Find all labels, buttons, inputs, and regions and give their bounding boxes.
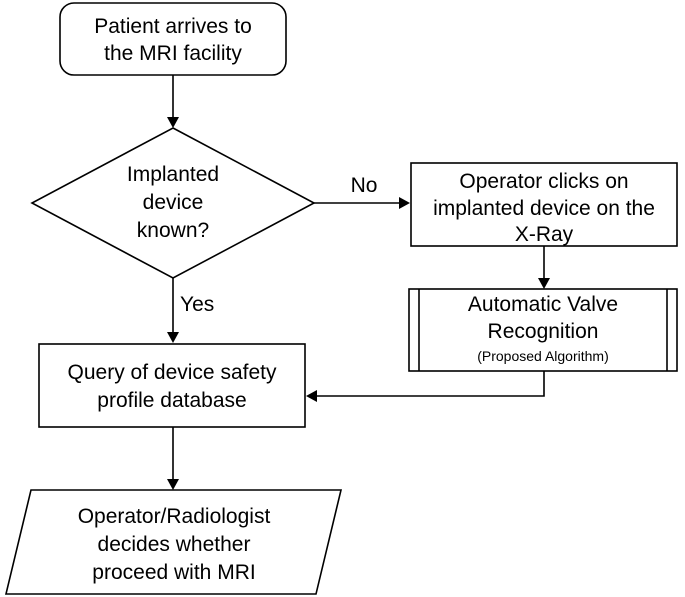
arrow-start-to-decision: [167, 75, 179, 128]
operator-click-line-3: X-Ray: [515, 223, 574, 246]
recognition-line-1: Automatic Valve: [468, 293, 618, 316]
recognition-line-2: Recognition: [488, 320, 599, 343]
operator-click-line-2: implanted device on the: [433, 197, 655, 220]
recognition-note: (Proposed Algorithm): [477, 348, 609, 364]
yes-label: Yes: [180, 293, 214, 316]
decision-line-1: Implanted: [127, 163, 219, 186]
decision-line-2: device: [143, 191, 204, 214]
arrow-click-to-recognition: [538, 246, 550, 289]
no-label: No: [351, 174, 378, 197]
arrow-yes: Yes: [167, 278, 214, 343]
decide-node: Operator/Radiologist decides whether pro…: [4, 489, 343, 595]
query-line-2: profile database: [97, 389, 246, 412]
arrow-recognition-to-query: [306, 371, 545, 402]
operator-click-line-1: Operator clicks on: [459, 170, 628, 193]
decide-line-1: Operator/Radiologist: [78, 505, 271, 528]
start-node-line-2: the MRI facility: [104, 42, 242, 65]
decide-line-2: decides whether: [98, 533, 251, 556]
recognition-node: Automatic Valve Recognition (Proposed Al…: [408, 288, 678, 372]
decide-line-3: proceed with MRI: [92, 561, 255, 584]
operator-click-node: Operator clicks on implanted device on t…: [410, 162, 678, 247]
decision-line-3: known?: [137, 219, 209, 242]
query-node: Query of device safety profile database: [38, 343, 306, 428]
start-node: Patient arrives to the MRI facility: [59, 2, 287, 76]
decision-node: Implanted device known?: [30, 127, 316, 279]
arrow-query-to-decide: [167, 427, 179, 490]
arrow-no: No: [314, 174, 410, 209]
start-node-line-1: Patient arrives to: [94, 15, 252, 38]
query-line-1: Query of device safety: [68, 361, 277, 384]
